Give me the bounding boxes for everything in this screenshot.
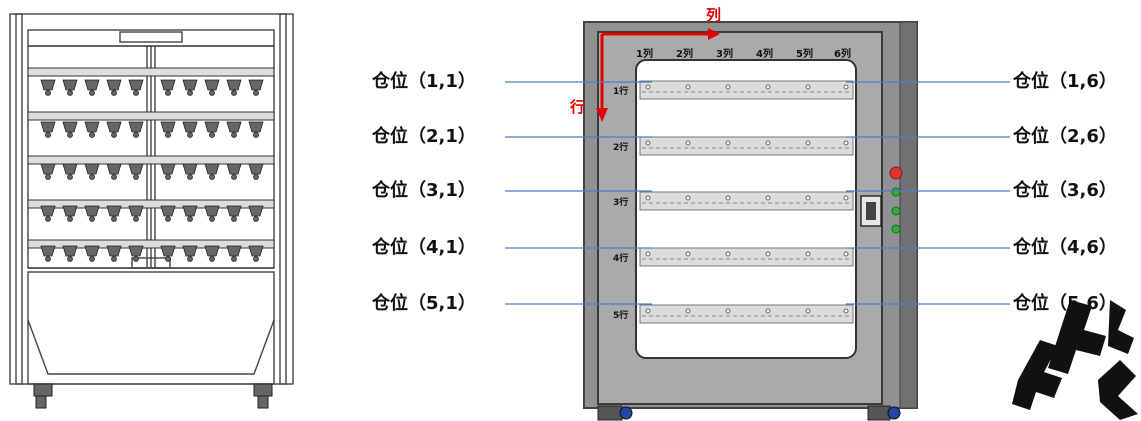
shelf-row-1 [640,81,853,99]
shelf-row-2 [640,137,853,155]
row-header-5: 5行 [613,308,628,321]
slot-marker-4-5 [806,252,810,256]
stylized-logo-watermark [1012,300,1138,420]
status-light-1 [892,188,900,196]
shelf-row-4 [640,248,853,266]
slot-marker-1-3 [726,85,730,89]
shelf-row-3 [640,192,853,210]
slot-marker-5-2 [686,309,690,313]
slot-marker-5-3 [726,309,730,313]
row-header-2: 2行 [613,140,628,153]
slot-marker-2-1 [646,141,650,145]
column-header-6: 6列 [834,45,851,60]
slot-marker-2-4 [766,141,770,145]
slot-label-4-6: 仓位（4,6） [1013,237,1117,259]
slot-marker-3-5 [806,196,810,200]
column-header-4: 4列 [756,45,773,60]
slot-marker-3-4 [766,196,770,200]
slot-label-2-6: 仓位（2,6） [1013,126,1117,148]
status-light-2 [892,207,900,215]
emergency-stop-indicator [890,167,902,179]
slot-label-4-1: 仓位（4,1） [372,237,476,259]
row-header-1: 1行 [613,84,628,97]
slot-label-3-1: 仓位（3,1） [372,180,476,202]
slot-marker-2-5 [806,141,810,145]
slot-label-3-6: 仓位（3,6） [1013,180,1117,202]
column-header-1: 1列 [636,45,653,60]
slot-marker-4-3 [726,252,730,256]
shelf-row-5 [640,305,853,323]
status-light-3 [892,225,900,233]
slot-label-1-1: 仓位（1,1） [372,71,476,93]
slot-marker-4-4 [766,252,770,256]
row-header-3: 3行 [613,195,628,208]
slot-label-5-1: 仓位（5,1） [372,293,476,315]
slot-marker-3-1 [646,196,650,200]
slot-marker-5-5 [806,309,810,313]
column-axis-label: 列 [706,4,721,25]
slot-marker-4-6 [844,252,848,256]
slot-marker-2-2 [686,141,690,145]
row-axis-label: 行 [570,96,585,117]
slot-marker-3-6 [844,196,848,200]
column-header-3: 3列 [716,45,733,60]
slot-marker-5-1 [646,309,650,313]
column-header-5: 5列 [796,45,813,60]
slot-label-1-6: 仓位（1,6） [1013,71,1117,93]
slot-marker-2-6 [844,141,848,145]
slot-marker-1-6 [844,85,848,89]
slot-marker-1-4 [766,85,770,89]
slot-marker-4-2 [686,252,690,256]
slot-marker-3-2 [686,196,690,200]
card-reader-slot [866,202,876,220]
cabinet-side-panel [900,22,917,408]
row-header-4: 4行 [613,251,628,264]
slot-marker-5-6 [844,309,848,313]
slot-marker-4-1 [646,252,650,256]
slot-marker-2-3 [726,141,730,145]
slot-marker-3-3 [726,196,730,200]
slot-marker-5-4 [766,309,770,313]
slot-label-2-1: 仓位（2,1） [372,126,476,148]
slot-label-5-6: 仓位（5,6） [1013,293,1117,315]
slot-marker-1-5 [806,85,810,89]
slot-marker-1-2 [686,85,690,89]
slot-marker-1-1 [646,85,650,89]
column-header-2: 2列 [676,45,693,60]
